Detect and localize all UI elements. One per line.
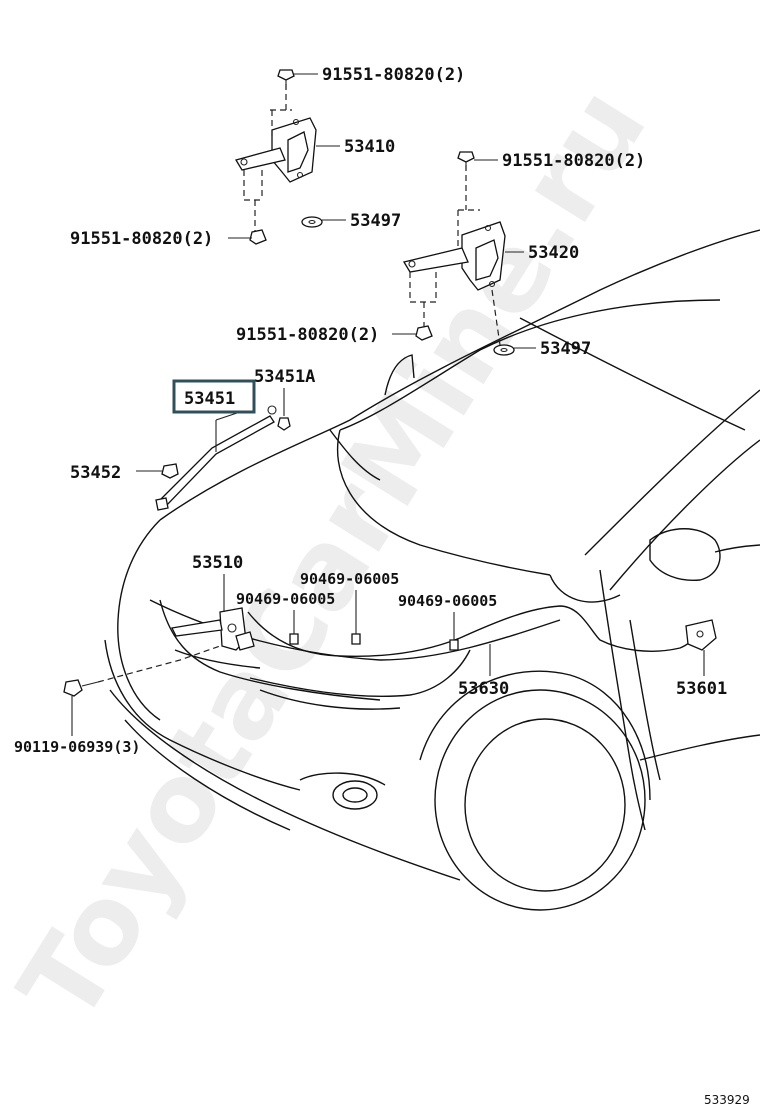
bolt-icon <box>277 69 295 90</box>
watermark-text: ToyotaCarMine.ru <box>0 67 671 1044</box>
label-washer-right: 53497 <box>540 339 591 359</box>
screw-icon <box>63 679 99 697</box>
car-body-outline <box>104 229 760 911</box>
washer-icon <box>493 344 515 356</box>
hood-release-cable <box>247 605 697 657</box>
hood-hinge-right <box>402 221 506 291</box>
hood-lock <box>171 607 255 651</box>
label-clip-b: 90469-06005 <box>236 590 335 608</box>
label-support-rod: 53451 <box>184 389 235 409</box>
label-support-clip: 53451A <box>254 367 315 387</box>
clip-icon <box>277 417 291 431</box>
label-bolt-right-top: 91551-80820(2) <box>502 151 645 171</box>
clip-icon <box>351 633 361 645</box>
label-hinge-right: 53420 <box>528 243 579 263</box>
washer-icon <box>301 216 323 228</box>
holder-icon <box>161 463 179 479</box>
label-cable: 53630 <box>458 679 509 699</box>
reference-number: 533929 <box>704 1093 750 1107</box>
hood-hinge-left <box>235 117 317 183</box>
label-bolt-left-lower: 91551-80820(2) <box>70 229 213 249</box>
label-clip-c: 90469-06005 <box>398 592 497 610</box>
label-washer-left: 53497 <box>350 211 401 231</box>
label-lock: 53510 <box>192 553 243 573</box>
highlight-box <box>172 379 256 414</box>
label-bolt-right-lower: 91551-80820(2) <box>236 325 379 345</box>
label-hinge-left: 53410 <box>344 137 395 157</box>
label-clip-a: 90469-06005 <box>300 570 399 588</box>
label-screw: 90119-06939(3) <box>14 738 140 756</box>
bolt-icon <box>249 229 267 245</box>
bolt-icon <box>415 325 433 341</box>
clip-icon <box>449 639 459 651</box>
hood-support-rod <box>155 405 277 511</box>
clip-icon <box>289 633 299 645</box>
label-lever: 53601 <box>676 679 727 699</box>
label-bolt-top: 91551-80820(2) <box>322 65 465 85</box>
bolt-icon <box>457 151 475 170</box>
release-lever <box>685 619 717 651</box>
label-support-holder: 53452 <box>70 463 121 483</box>
